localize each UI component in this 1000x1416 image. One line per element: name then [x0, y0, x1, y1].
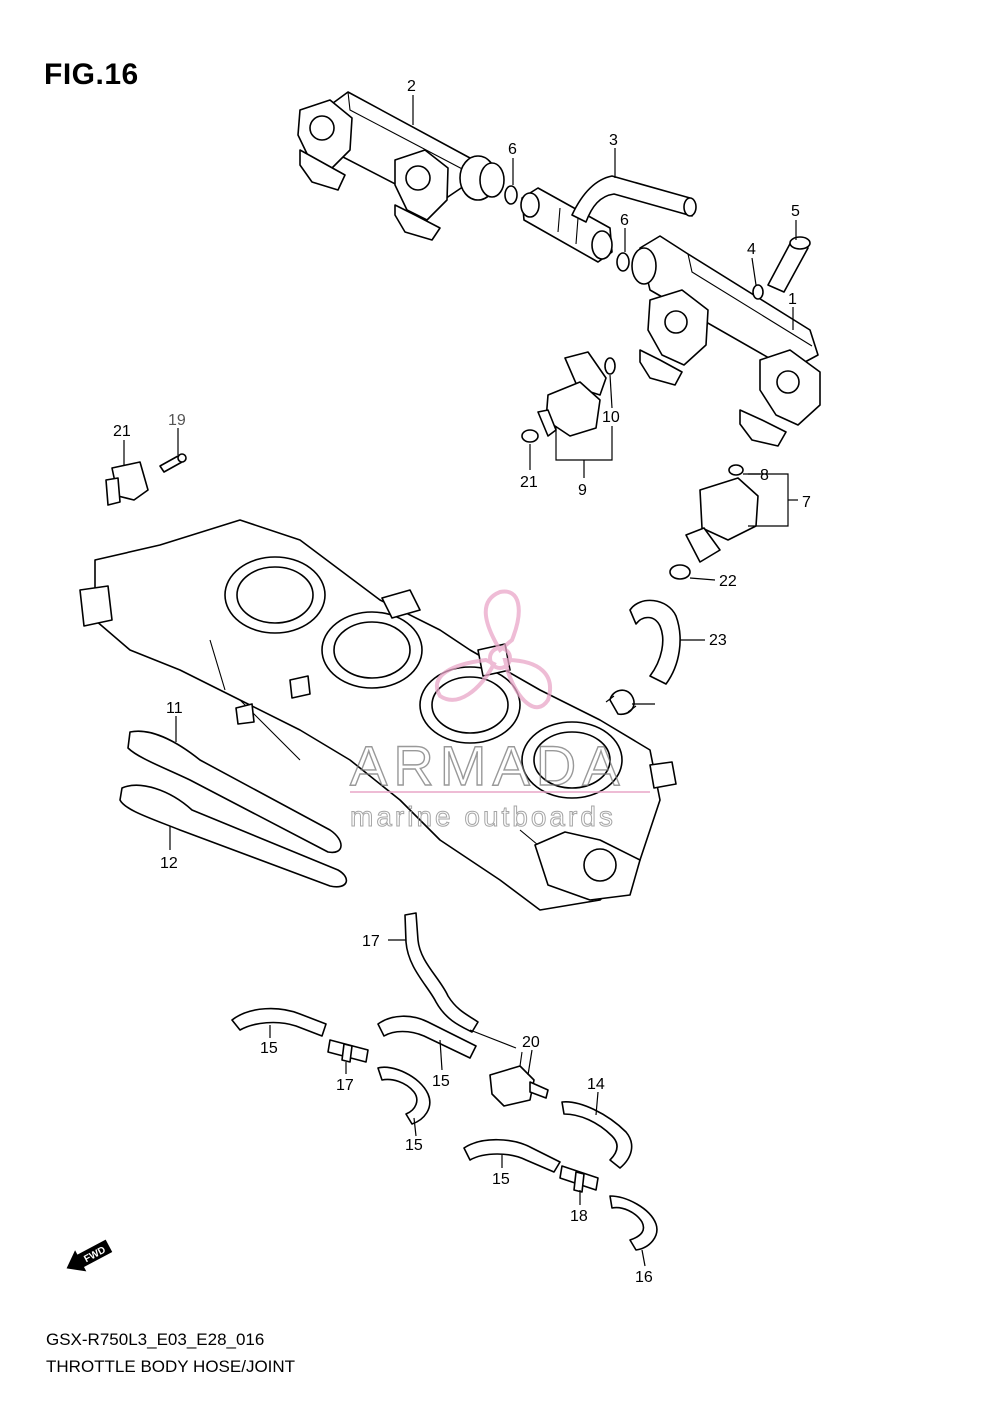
- callout-12: 12: [160, 855, 178, 872]
- watermark-tagline: marine outboards: [350, 801, 616, 832]
- callout-21b: 22: [719, 573, 737, 590]
- callout-3: 3: [609, 132, 618, 149]
- propeller-icon: [434, 589, 552, 709]
- callout-21a: 21: [520, 474, 538, 491]
- callout-15c: 15: [492, 1171, 510, 1188]
- leader-lines: [123, 95, 798, 1267]
- callout-11: 11: [166, 700, 183, 717]
- watermark: ARMADA marine outboards: [349, 589, 650, 833]
- callout-13: 14: [587, 1076, 605, 1093]
- callout-7: 7: [802, 494, 811, 511]
- callout-9: 9: [578, 482, 587, 499]
- figure-title: FIG.16: [44, 58, 139, 91]
- callout-6b: 6: [620, 212, 629, 229]
- callout-4: 4: [747, 241, 756, 258]
- callout-10: 10: [602, 409, 620, 426]
- bolt-5: [767, 236, 811, 293]
- hose-12: [119, 784, 348, 888]
- seal-21a: [521, 429, 539, 443]
- diagram-code: GSX-R750L3_E03_E28_016: [46, 1330, 265, 1349]
- injector-9: [537, 351, 607, 437]
- o-ring-6b: [616, 252, 630, 272]
- hose-15a: [231, 1007, 327, 1037]
- callout-22: 23: [709, 632, 727, 649]
- callout-15a: 15: [260, 1040, 278, 1057]
- diagram-caption: THROTTLE BODY HOSE/JOINT: [46, 1357, 296, 1376]
- hose-15d: [609, 1195, 658, 1251]
- callout-15b: 15: [405, 1137, 423, 1154]
- hose-14: [377, 1015, 477, 1059]
- callout-17b: 18: [570, 1208, 588, 1225]
- clamp-23: [605, 689, 637, 716]
- callout-15d: 16: [635, 1269, 653, 1286]
- callout-5: 5: [791, 203, 800, 220]
- fuel-rail-right: [631, 235, 821, 447]
- joint-17b: [559, 1165, 599, 1193]
- valve-19: [489, 1051, 549, 1107]
- callout-6a: 6: [508, 141, 517, 158]
- callout-16: 17: [362, 933, 380, 950]
- callout-8: 8: [760, 467, 769, 484]
- o-ring-6a: [504, 185, 518, 205]
- callout-2: 2: [407, 78, 416, 95]
- callout-14: 15: [432, 1073, 450, 1090]
- hose-22: [629, 599, 681, 685]
- screw-18: [159, 453, 187, 473]
- hose-13: [561, 1101, 633, 1169]
- hose-11: [127, 730, 342, 854]
- fuel-joint: [520, 187, 613, 263]
- callout-numbers: 2 6 3 6 5 4 1 10 21 9 8 7 22 23 21 19 11…: [113, 78, 811, 1286]
- joint-17a: [327, 1039, 369, 1063]
- o-ring-8: [728, 464, 744, 476]
- callout-18: 19: [168, 412, 186, 429]
- injector-7: [685, 477, 759, 563]
- fwd-arrow-icon: FWD: [66, 1239, 113, 1272]
- hose-15b: [377, 1066, 431, 1125]
- fuel-hose-3: [571, 175, 693, 223]
- callout-20: 21: [113, 423, 131, 440]
- sensor-20: [105, 461, 149, 506]
- callout-17a: 17: [336, 1077, 354, 1094]
- watermark-brand: ARMADA: [350, 734, 626, 797]
- seal-21b: [669, 564, 691, 580]
- throttle-body: [79, 519, 677, 911]
- callout-19: 20: [522, 1034, 540, 1051]
- o-ring-10: [604, 357, 616, 375]
- hose-15c: [463, 1138, 561, 1173]
- fwd-label: FWD: [82, 1245, 107, 1265]
- washer-4: [752, 284, 764, 300]
- callout-1: 1: [788, 291, 797, 308]
- fuel-rail-left: [297, 91, 505, 241]
- hose-16: [404, 912, 479, 1033]
